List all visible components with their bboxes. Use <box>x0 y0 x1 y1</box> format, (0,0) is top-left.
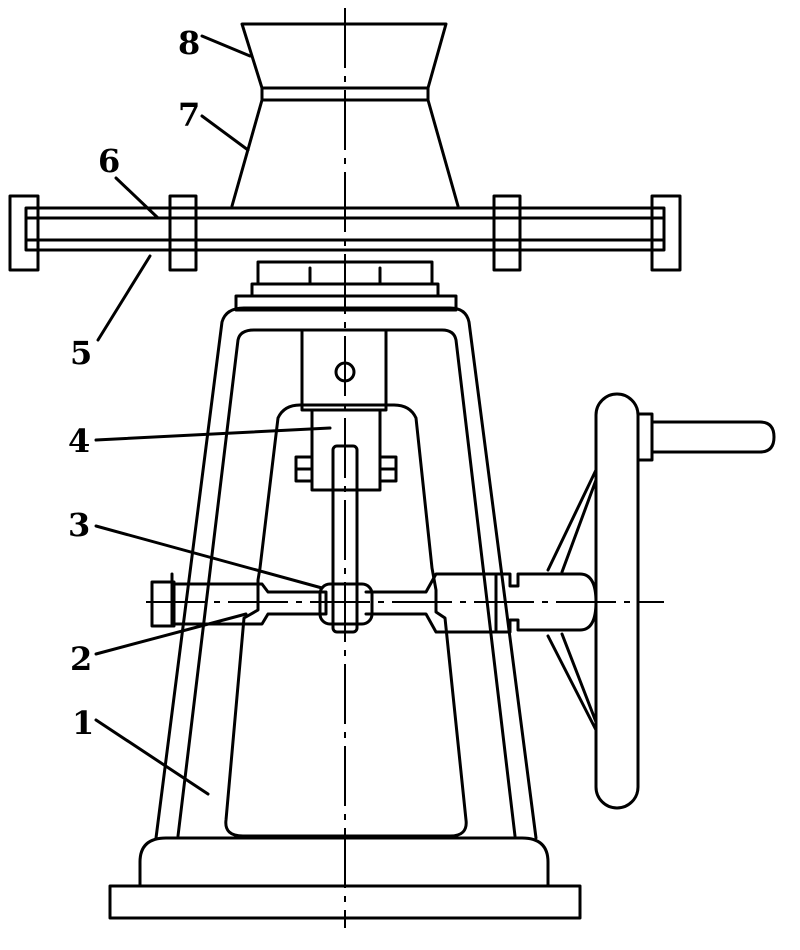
label-8: 8 <box>178 24 200 62</box>
leader-line-8 <box>200 34 252 58</box>
label-7: 7 <box>178 96 200 134</box>
leader-line-1 <box>94 718 210 796</box>
leader-line-7 <box>200 114 250 152</box>
label-6: 6 <box>98 142 120 180</box>
handwheel-hub <box>636 412 654 462</box>
handwheel-spoke-upper <box>546 468 598 574</box>
leader-line-2 <box>94 612 248 656</box>
housing-cavity <box>224 403 468 838</box>
handwheel-spoke-lower <box>546 632 598 732</box>
lever-clamp-left-end <box>8 194 40 272</box>
shaft-end-left <box>150 580 176 628</box>
crank-handle <box>650 420 776 454</box>
label-4: 4 <box>68 422 90 460</box>
leader-line-4 <box>94 426 332 442</box>
leader-line-3 <box>94 524 324 590</box>
lever-clamp-left <box>168 194 198 272</box>
leader-line-6 <box>114 176 160 220</box>
lever-clamp-right-end <box>650 194 682 272</box>
label-1: 1 <box>72 704 94 742</box>
label-5: 5 <box>70 334 92 372</box>
leader-line-5 <box>96 254 152 342</box>
housing-outer <box>154 306 538 840</box>
lever-clamp-right <box>492 194 522 272</box>
label-2: 2 <box>70 640 92 678</box>
label-3: 3 <box>68 506 90 544</box>
